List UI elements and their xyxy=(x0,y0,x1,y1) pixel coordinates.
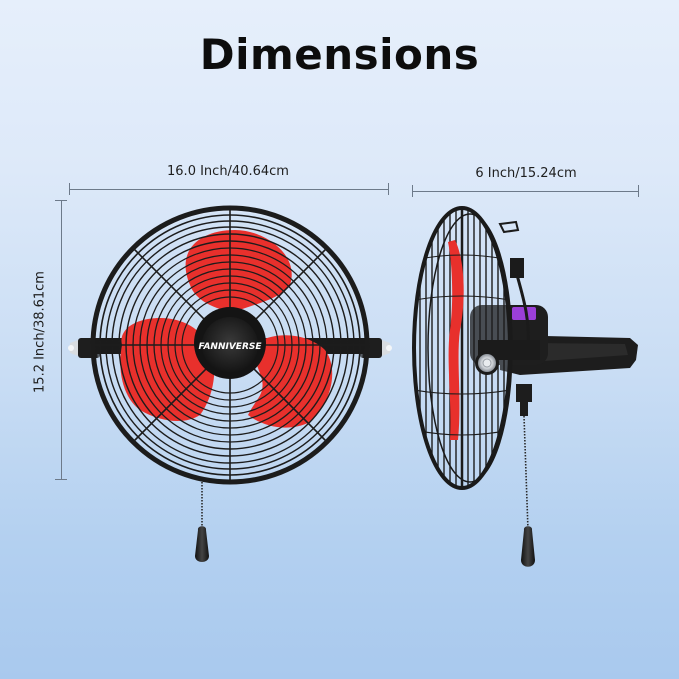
depth-dimension-tick-right xyxy=(638,185,639,197)
pull-chain-knob xyxy=(195,526,209,562)
switch-box xyxy=(516,384,532,402)
width-dimension-tick-left xyxy=(69,183,70,195)
height-dimension-tick-bottom xyxy=(55,479,67,480)
side-view-fan xyxy=(412,206,638,567)
width-dimension-tick-right xyxy=(388,183,389,195)
blade-left xyxy=(120,318,215,422)
motor-accent-purple xyxy=(512,307,536,320)
depth-dimension-tick-left xyxy=(412,185,413,197)
height-dimension-line xyxy=(61,200,62,479)
brand-logo: FANNIVERSE xyxy=(198,342,262,352)
blade-right xyxy=(248,335,333,428)
blade-top xyxy=(185,230,292,312)
height-dimension-tick-top xyxy=(55,200,67,201)
depth-dimension-line xyxy=(412,191,638,192)
depth-dimension-label: 6 Inch/15.24cm xyxy=(475,166,577,181)
side-blade xyxy=(448,240,464,440)
side-pull-chain-knob xyxy=(521,526,535,567)
front-view-fan: FANNIVERSE xyxy=(68,205,392,562)
page-title: Dimensions xyxy=(199,30,480,79)
fan-blades xyxy=(120,230,333,428)
motor-hub xyxy=(202,317,258,373)
width-dimension-label: 16.0 Inch/40.64cm xyxy=(167,164,289,179)
width-dimension-line xyxy=(69,189,388,190)
side-pull-chain xyxy=(523,415,529,531)
